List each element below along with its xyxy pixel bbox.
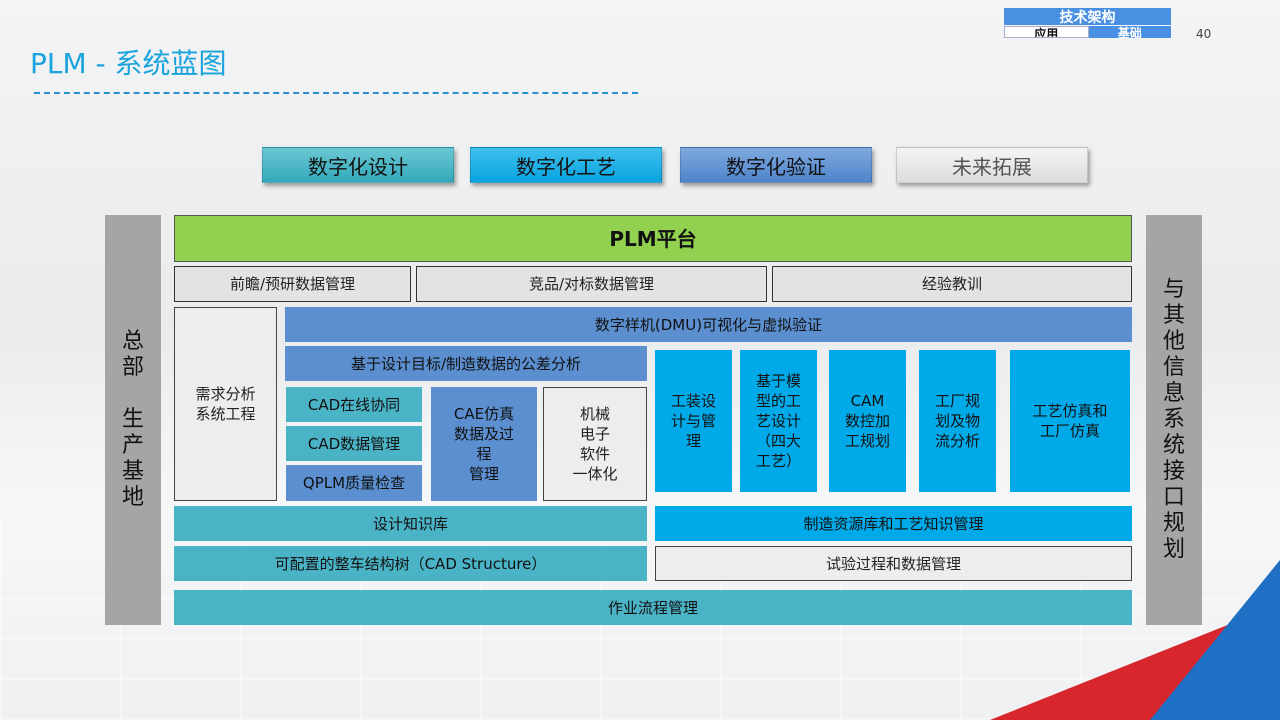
nav-tab-architecture[interactable]: 技术架构 (1004, 8, 1171, 25)
box-mfg-knowledge: 制造资源库和工艺知识管理 (655, 506, 1132, 541)
box-requirements: 需求分析 系统工程 (174, 307, 277, 501)
box-dmu: 数字样机(DMU)可视化与虚拟验证 (285, 307, 1132, 342)
digital-validation-button[interactable]: 数字化验证 (680, 147, 872, 183)
box-benchmark-data: 竞品/对标数据管理 (416, 266, 767, 302)
page-number: 40 (1196, 27, 1212, 41)
box-workflow-management: 作业流程管理 (174, 590, 1132, 625)
box-design-knowledge: 设计知识库 (174, 506, 647, 541)
side-pillar-hq: 总 部 生 产 基 地 (105, 215, 161, 625)
page-title: PLM - 系统蓝图 (30, 47, 227, 80)
box-cam-planning: CAM 数控加 工规划 (829, 350, 906, 492)
side-left-text: 总 部 生 产 基 地 (121, 329, 144, 510)
box-mechatronics: 机械 电子 软件 一体化 (543, 387, 647, 501)
digital-design-button[interactable]: 数字化设计 (262, 147, 454, 183)
title-underline (34, 92, 638, 94)
side-right-text: 与 其 他 信 息 系 统 接 口 规 划 (1162, 277, 1185, 562)
box-factory-planning: 工厂规 划及物 流分析 (919, 350, 996, 492)
nav-subtabs: 应用 基础 (1004, 26, 1171, 38)
plm-platform-header: PLM平台 (174, 215, 1132, 262)
box-preresearch-data: 前瞻/预研数据管理 (174, 266, 411, 302)
side-pillar-interfaces: 与 其 他 信 息 系 统 接 口 规 划 (1146, 215, 1202, 625)
box-cad-data: CAD数据管理 (286, 426, 422, 461)
corner-blue-decoration (1150, 560, 1280, 720)
box-cae-data: CAE仿真 数据及过 程 管理 (431, 387, 537, 501)
box-cad-structure: 可配置的整车结构树（CAD Structure） (174, 546, 647, 581)
box-tooling-design: 工装设 计与管 理 (655, 350, 732, 492)
nav-tab-foundation[interactable]: 基础 (1088, 26, 1171, 38)
box-lessons-learned: 经验教训 (772, 266, 1132, 302)
box-process-simulation: 工艺仿真和 工厂仿真 (1010, 350, 1130, 492)
digital-process-button[interactable]: 数字化工艺 (470, 147, 662, 183)
box-test-management: 试验过程和数据管理 (655, 546, 1132, 581)
nav-tab-application[interactable]: 应用 (1004, 26, 1089, 38)
box-qplm-check: QPLM质量检查 (286, 465, 422, 501)
box-tolerance-analysis: 基于设计目标/制造数据的公差分析 (285, 346, 647, 381)
box-mbd-process: 基于模 型的工 艺设计 （四大 工艺） (740, 350, 817, 492)
box-cad-collab: CAD在线协同 (286, 387, 422, 422)
future-expansion-button[interactable]: 未来拓展 (896, 147, 1088, 183)
